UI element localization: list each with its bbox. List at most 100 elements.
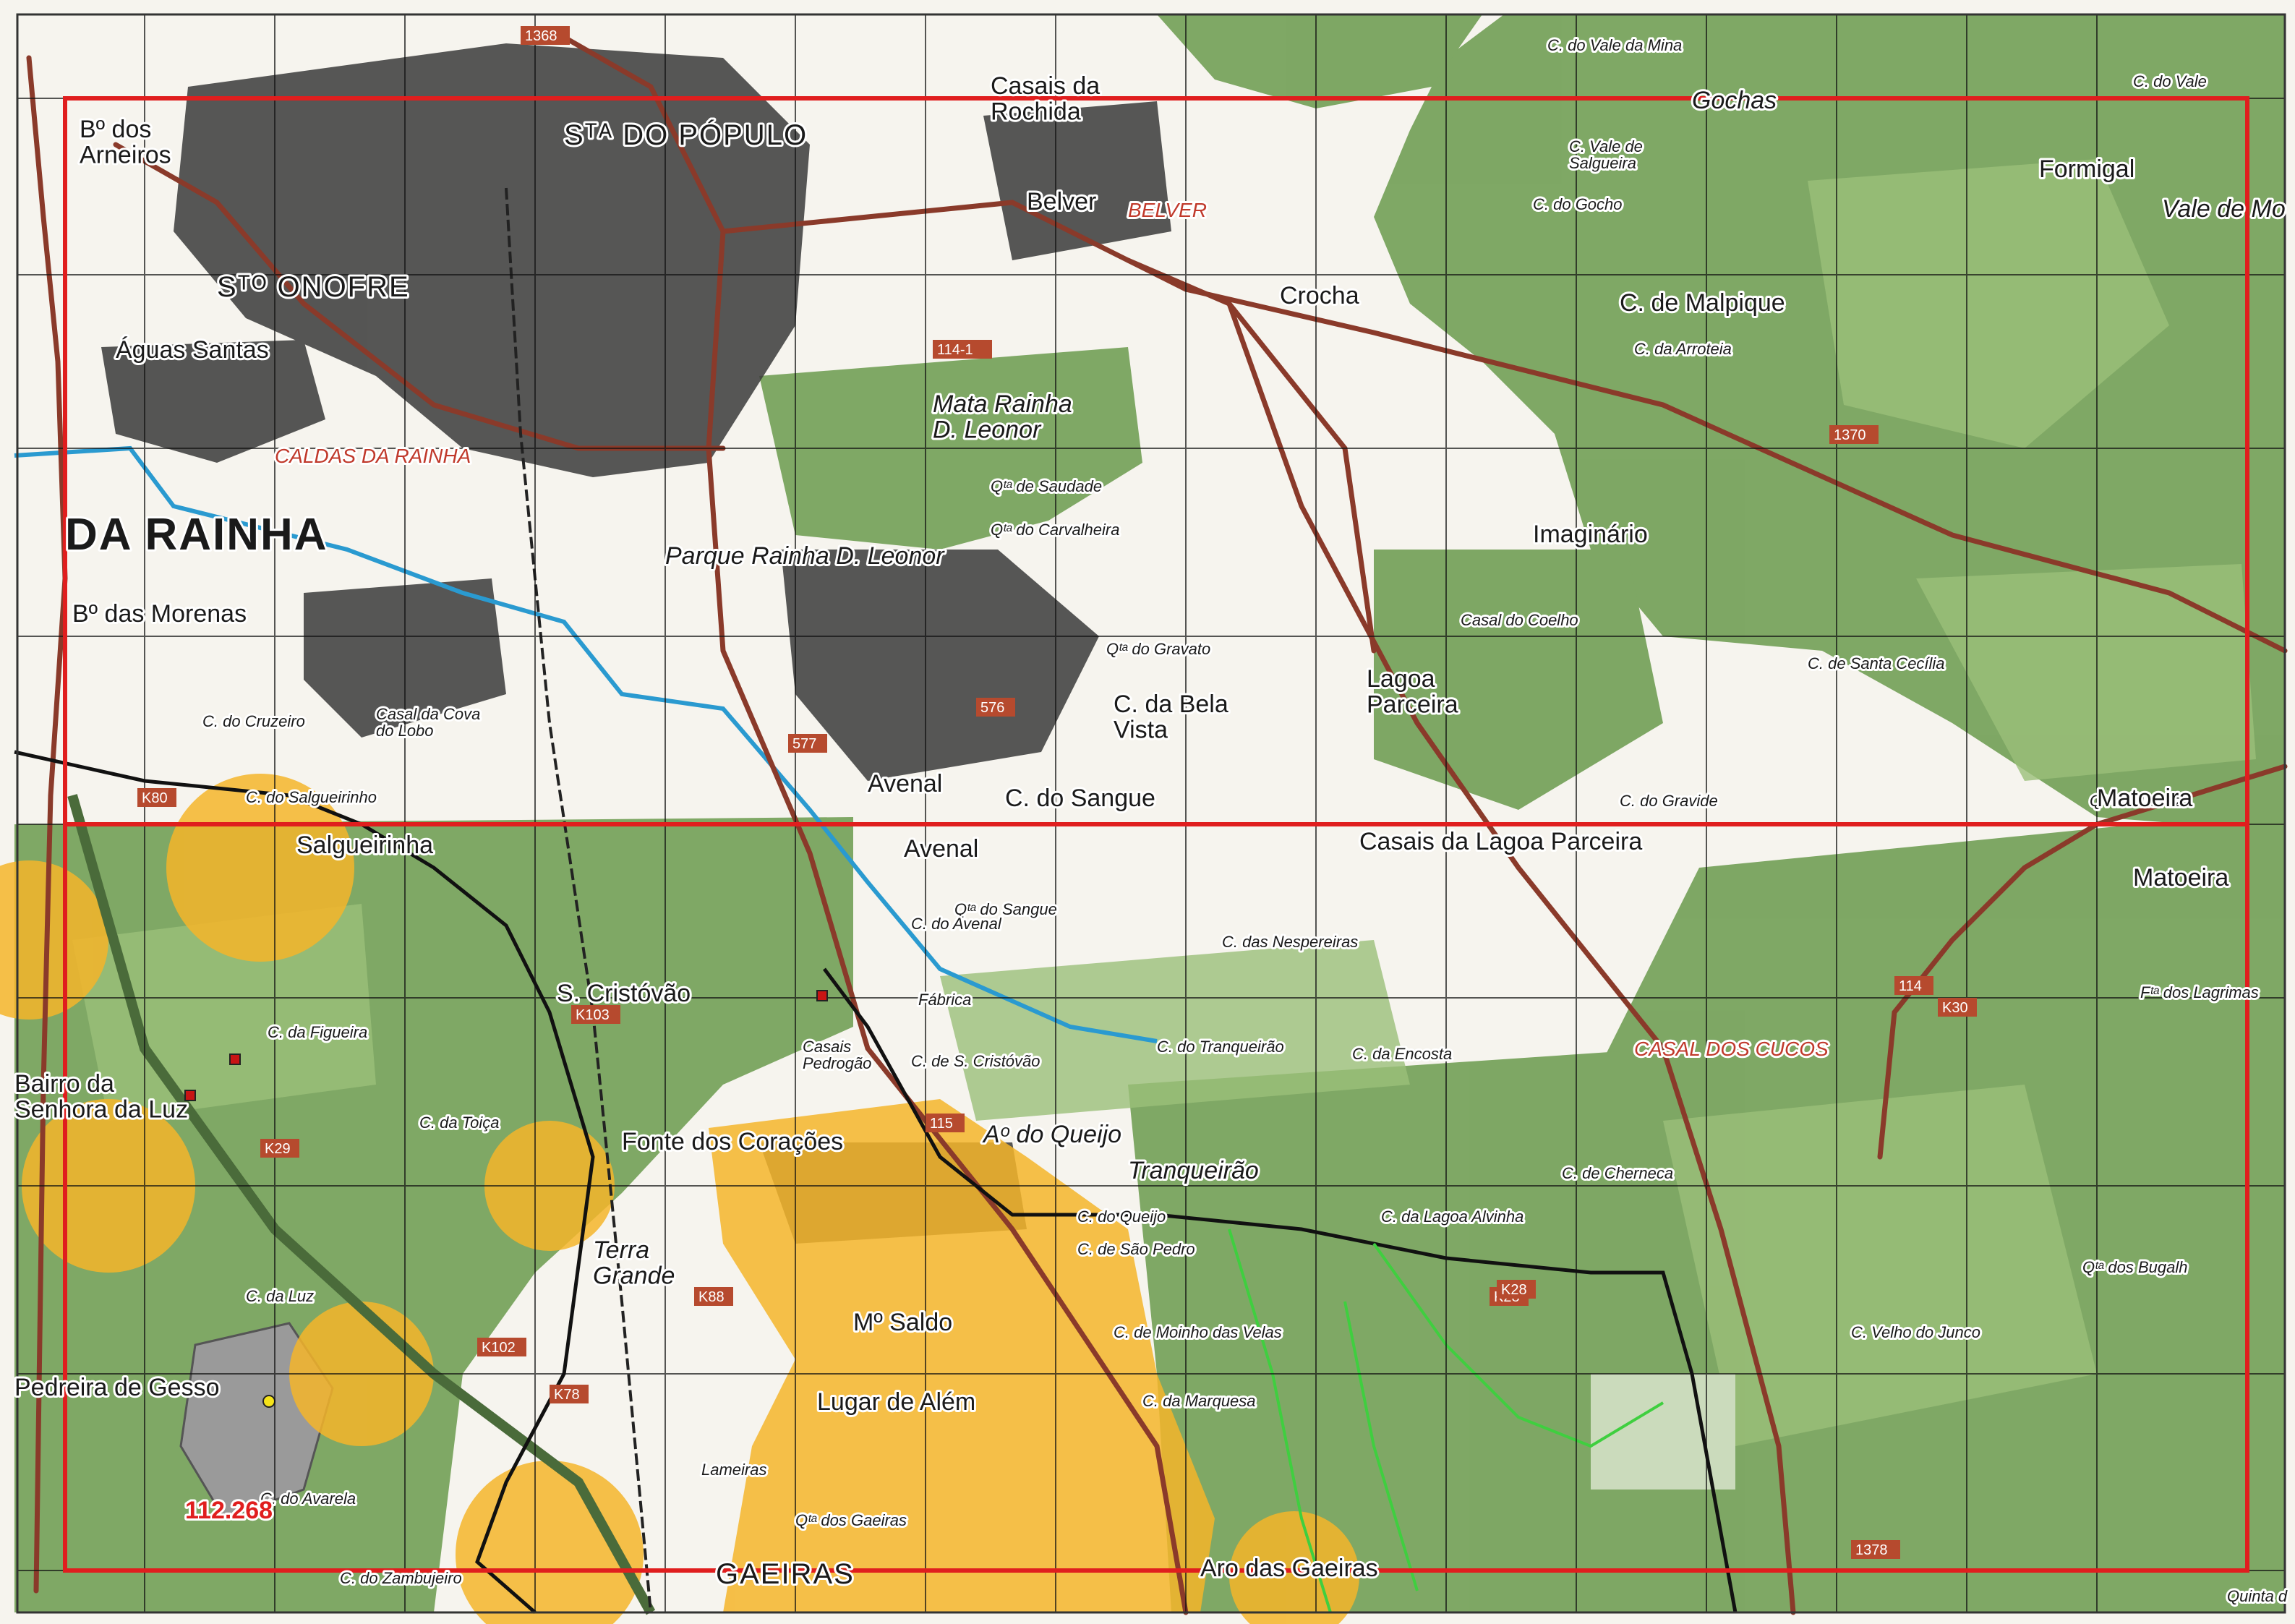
- forest-light-c: [1663, 1085, 2097, 1446]
- place-label-line: Sᵀᴼ ONOFRE: [217, 271, 410, 303]
- road-number-tag: 114-1: [933, 340, 992, 359]
- place-label-line: Casal da Cova: [376, 705, 480, 723]
- road-number-text: K30: [1942, 1000, 1968, 1016]
- marker-senhora-luz: [184, 1090, 196, 1101]
- markers: [184, 990, 828, 1101]
- road-number-tags: 1368114-11370576577K80K103K29K88K102K78K…: [137, 26, 1977, 1559]
- place-label-line: C. do Vale: [2133, 72, 2207, 90]
- road-number-box: [926, 1114, 965, 1132]
- place-label-line: Águas Santas: [116, 336, 269, 364]
- place-label: Vale de Mo: [2162, 195, 2286, 223]
- place-label: Pedreira de Gesso: [14, 1374, 220, 1401]
- place-label-line: Qᵗᵃ do Carvalheira: [991, 521, 1119, 539]
- road-number-text: 1368: [525, 28, 557, 44]
- place-label-line: Salgueirinha: [296, 832, 433, 859]
- road-number-box: [1938, 998, 1977, 1017]
- place-label-line: C. de Santa Cecília: [1808, 654, 1945, 672]
- place-label-line: Tranqueirão: [1128, 1157, 1259, 1184]
- road-number-box: [521, 26, 570, 45]
- place-label: C. do Vale da Mina: [1547, 36, 1682, 54]
- place-label-line: C. do Queijo: [1077, 1208, 1166, 1226]
- place-label-line: Formigal: [2039, 155, 2134, 183]
- motorway-a8: [67, 794, 656, 1615]
- road-number-tag: K30: [1938, 998, 1977, 1017]
- forest-light-d: [940, 940, 1410, 1121]
- place-label-line: Qᵗᵃ dos Bugalh: [2082, 1258, 2188, 1276]
- red-frame: [63, 96, 2249, 1573]
- road-number-tag: K88: [694, 1287, 733, 1306]
- place-label-line: C. das Nespereiras: [1222, 933, 1358, 951]
- place-label-line: Quinta d: [2227, 1587, 2288, 1605]
- place-label-line: C. de S. Cristóvão: [911, 1052, 1040, 1070]
- marker-s-cristovao: [816, 990, 828, 1001]
- place-label-line: C. Velho do Junco: [1851, 1323, 1980, 1341]
- road-number-box: [788, 734, 827, 753]
- road-number-text: K78: [554, 1387, 580, 1403]
- railway: [505, 187, 652, 1613]
- place-label: Imaginário: [1533, 521, 1648, 548]
- place-label-line: C. de Moinho das Velas: [1114, 1323, 1282, 1341]
- place-label-line: Arneiros: [80, 142, 171, 169]
- place-label-line: Bairro da: [14, 1070, 114, 1098]
- frame-rect: [63, 96, 2249, 1573]
- place-label-line: Vale de Mo: [2162, 195, 2286, 223]
- boundaries: [14, 750, 1738, 1614]
- place-label: Salgueirinha: [296, 832, 433, 859]
- road-number-text: 115: [930, 1116, 953, 1132]
- place-label: CALDAS DA RAINHA: [275, 445, 471, 467]
- trail-b: [1372, 1242, 1664, 1448]
- forest-light-b: [1916, 564, 2256, 781]
- urban-sto-onofre: [101, 340, 325, 463]
- place-label: Matoeira: [2097, 785, 2192, 812]
- road-number-box: [1829, 425, 1879, 444]
- road-number-tag: 115: [926, 1114, 965, 1132]
- place-label: Qᵗᵃ do Sangue: [954, 900, 1057, 918]
- place-label-line: Bº dos: [80, 116, 151, 143]
- road-number-text: 1378: [1855, 1542, 1888, 1558]
- forest-light-a: [1808, 159, 2169, 448]
- place-label: C. do Vale: [2133, 72, 2207, 90]
- place-label: Parque Rainha D. Leonor: [665, 542, 945, 570]
- place-label: C. Velho do Junco: [1851, 1323, 1980, 1341]
- place-label-line: Avenal: [904, 835, 978, 863]
- place-label-line: Fᵗᵃ dos Lagrimas: [2140, 983, 2259, 1001]
- place-label: C. das Nespereiras: [1222, 933, 1358, 951]
- road-number-text: 576: [980, 700, 1004, 716]
- place-label: C. da Toiça: [419, 1114, 499, 1132]
- place-label-line: Crocha: [1280, 282, 1359, 309]
- road-number-box: [1497, 1280, 1536, 1299]
- place-label: C. da Lagoa Alvinha: [1381, 1208, 1523, 1226]
- place-label: C. de Santa Cecília: [1808, 654, 1945, 672]
- place-label: C. do Sangue: [1005, 785, 1155, 812]
- place-label-line: Senhora da Luz: [14, 1096, 188, 1124]
- road-crocha: [1125, 257, 1377, 654]
- place-label-line: Qᵗᵃ dos Gaeiras: [795, 1511, 907, 1529]
- place-label: C. do Tranqueirão: [1157, 1038, 1284, 1056]
- place-label-line: Fonte dos Corações: [622, 1128, 843, 1155]
- place-label-line: D. Leonor: [933, 416, 1042, 444]
- place-label-line: Belver: [1027, 188, 1096, 215]
- place-label-line: Mº Saldo: [853, 1309, 952, 1336]
- place-label: Avenal: [868, 770, 942, 798]
- place-label-line: C. da Encosta: [1352, 1045, 1452, 1063]
- highlight-zones: [0, 774, 1359, 1624]
- place-label-line: Casais da: [991, 72, 1100, 100]
- place-label: Lameiras: [701, 1461, 766, 1479]
- place-label-line: Parceira: [1367, 691, 1458, 719]
- forest-north-top: [1157, 14, 1482, 108]
- place-label-line: C. do Salgueirinho: [246, 788, 377, 806]
- place-label-line: Lagoa: [1367, 665, 1435, 693]
- road-number-tag: 577: [788, 734, 827, 753]
- place-label: Casal do Coelho: [1461, 611, 1578, 629]
- place-label-line: C. da Bela: [1114, 691, 1228, 718]
- road-number-tag: K103: [571, 1005, 620, 1024]
- place-label: C. da Luz: [246, 1287, 314, 1305]
- place-label: C. da Encosta: [1352, 1045, 1452, 1063]
- road-number-tag: 1368: [521, 26, 570, 45]
- place-label-line: Terra: [593, 1236, 649, 1264]
